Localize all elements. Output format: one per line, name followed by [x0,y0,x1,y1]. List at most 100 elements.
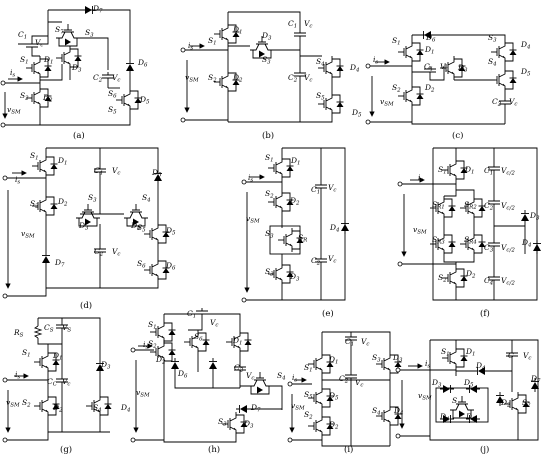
component-label: S2 [392,83,401,94]
component-label: D2 [500,398,511,409]
component-label: D2 [424,83,435,94]
component-label: S1 [20,55,29,66]
component-label: CS [44,323,54,334]
component-label: D3 [431,378,442,389]
component-label: D6 [425,33,436,44]
component-label: S6 [108,89,117,100]
component-label: is [188,41,193,52]
component-label: D1 [424,45,435,56]
component-label: D3 [289,272,300,283]
component-label: C1 [288,19,297,30]
component-label: S1 [30,151,39,162]
component-label: C2 [492,97,502,108]
component-label: D4 [130,221,141,232]
component-label: C [508,351,514,360]
component-label: SR [298,233,307,244]
caption: (f) [480,308,490,319]
component-label: D1 [232,336,243,347]
component-label: Vc [304,19,313,30]
component-label: Vc [328,254,337,265]
component-label: Vc [210,318,219,329]
component-label: vSM [185,73,199,84]
component-label: S2 [30,199,39,210]
component-label: D1 [464,165,475,176]
component-label: D5 [328,391,339,402]
component-label: Vc [523,351,532,362]
component-label: D5 [463,378,474,389]
component-label: D7 [250,403,261,414]
component-label: D2 [155,355,166,366]
component-label: is [418,173,423,184]
component-label: is [143,340,148,351]
component-label: S3 [265,229,274,240]
component-label: S1 [208,36,217,47]
component-label: C1 [94,166,103,177]
component-label: is [292,373,297,384]
component-label: S2 [208,73,217,84]
component-label: is [15,370,20,381]
caption: (d) [80,300,92,311]
component-label: Vc [112,73,121,84]
component-label: D7 [54,258,65,269]
component-label: D1 [232,25,243,36]
component-label: S1 [265,153,274,164]
component-label: D7 [530,374,541,385]
component-label: S2 [522,398,531,409]
component-label: Vc [509,97,518,108]
caption: (a) [73,130,85,141]
component-label: S4 [142,193,151,204]
component-label: S3 [265,267,274,278]
component-label: SR2 [464,200,477,211]
component-label: D6 [165,261,176,272]
component-label: C2 [93,73,103,84]
component-label: D4 [329,223,340,234]
component-label: S3 [262,55,271,66]
component-label: D1 [52,351,63,362]
component-label: D3 [457,63,468,74]
component-label: D4 [475,361,486,372]
component-label: S5 [304,390,313,401]
component-label: is [425,359,430,370]
component-label: C2 [339,374,349,385]
component-label: D2 [42,93,53,104]
component-label: S7 [55,25,64,36]
component-label: S4 [372,406,381,417]
component-label: is [373,55,378,66]
component-label: S5 [108,105,117,116]
component-label: S4 [277,371,286,382]
component-label: SR4 [464,235,477,246]
component-label: D1 [43,55,54,66]
component-label: is [10,68,15,79]
component-label: Vc [62,377,71,388]
component-label: vSM [7,105,21,116]
component-label: S1 [22,348,31,359]
caption: (c) [452,130,463,141]
component-label: vSM [21,229,35,240]
component-label: C1 [424,62,433,73]
component-label: Vc [355,378,364,389]
component-label: S3 [88,193,97,204]
component-label: D3 [100,360,111,371]
component-label: Vc [440,62,449,73]
component-label: S3 [488,33,497,44]
component-label: D5 [520,67,531,78]
component-label: D1 [57,156,68,167]
component-label: C2 [94,247,104,258]
component-label: C2 [288,73,298,84]
caption: (b) [262,130,274,141]
component-label: S3 [218,417,227,428]
component-label: D3 [392,353,403,364]
component-label: D2 [57,197,68,208]
